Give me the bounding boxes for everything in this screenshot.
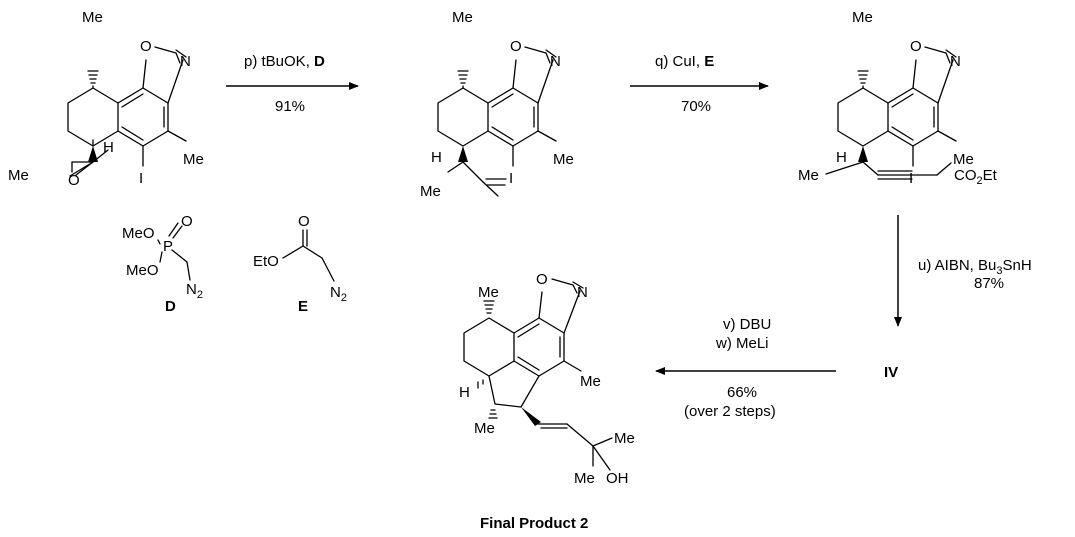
atom-me: Me — [183, 151, 204, 168]
reagent-d: MeO MeO P O N2 D — [122, 213, 203, 315]
step-vw-note: (over 2 steps) — [684, 403, 776, 420]
atom-me: Me — [553, 151, 574, 168]
intermediate-label: IV — [884, 364, 898, 381]
svg-text:MeO: MeO — [122, 225, 155, 242]
structure-aldehyde-bonds — [69, 139, 109, 177]
svg-text:EtO: EtO — [253, 253, 279, 270]
atom-i: I — [509, 170, 513, 187]
step-p-conditions: p) tBuOK, D — [244, 53, 325, 70]
svg-text:Me: Me — [478, 284, 499, 301]
atom-me: Me — [420, 183, 441, 200]
svg-text:P: P — [163, 238, 173, 255]
atom-h: H — [103, 139, 114, 156]
svg-text:O: O — [298, 213, 310, 230]
atom-n: N — [950, 53, 961, 70]
atom-me: Me — [452, 9, 473, 26]
svg-text:H: H — [459, 384, 470, 401]
atom-me: Me — [8, 167, 29, 184]
structure-aldehyde: Me O N Me I H Me O — [8, 9, 204, 189]
atom-o: O — [140, 38, 152, 55]
atom-me: Me — [82, 9, 103, 26]
structure-alkyne: Me O N Me I H Me — [420, 9, 574, 200]
step-q-yield: 70% — [681, 98, 711, 115]
step-u-conditions: u) AIBN, Bu3SnH — [918, 257, 1032, 277]
atom-me: Me — [852, 9, 873, 26]
svg-text:Me: Me — [474, 420, 495, 437]
atom-h: H — [431, 149, 442, 166]
atom-o: O — [510, 38, 522, 55]
step-vw-yield: 66% — [727, 384, 757, 401]
reagent-e: EtO O N2 E — [253, 213, 347, 315]
svg-text:O: O — [181, 213, 193, 230]
final-product-label: Final Product 2 — [480, 515, 588, 532]
svg-text:N: N — [577, 284, 588, 301]
reagent-e-label: E — [298, 298, 308, 315]
svg-text:Me: Me — [574, 470, 595, 487]
step-v-conditions: v) DBU — [723, 316, 771, 333]
step-p-yield: 91% — [275, 98, 305, 115]
atom-o: O — [910, 38, 922, 55]
svg-text:MeO: MeO — [126, 262, 159, 279]
svg-text:N2: N2 — [330, 284, 347, 304]
atom-o: O — [68, 172, 80, 189]
svg-text:Me: Me — [614, 430, 635, 447]
step-q-conditions: q) CuI, E — [655, 53, 714, 70]
atom-n: N — [550, 53, 561, 70]
structure-ester: Me O N Me I H Me CO2Et — [798, 9, 998, 187]
svg-text:OH: OH — [606, 470, 629, 487]
step-w-conditions: w) MeLi — [715, 335, 769, 352]
atom-i: I — [139, 170, 143, 187]
atom-me: Me — [798, 167, 819, 184]
svg-text:N2: N2 — [186, 281, 203, 301]
atom-me: Me — [953, 151, 974, 168]
ester-group: CO2Et — [954, 167, 998, 187]
structure-final-product: Me O N Me H Me Me Me OH — [459, 271, 635, 487]
reagent-d-label: D — [165, 298, 176, 315]
svg-text:O: O — [536, 271, 548, 288]
atom-n: N — [180, 53, 191, 70]
svg-text:Me: Me — [580, 373, 601, 390]
step-u-yield: 87% — [974, 275, 1004, 292]
atom-h: H — [836, 149, 847, 166]
